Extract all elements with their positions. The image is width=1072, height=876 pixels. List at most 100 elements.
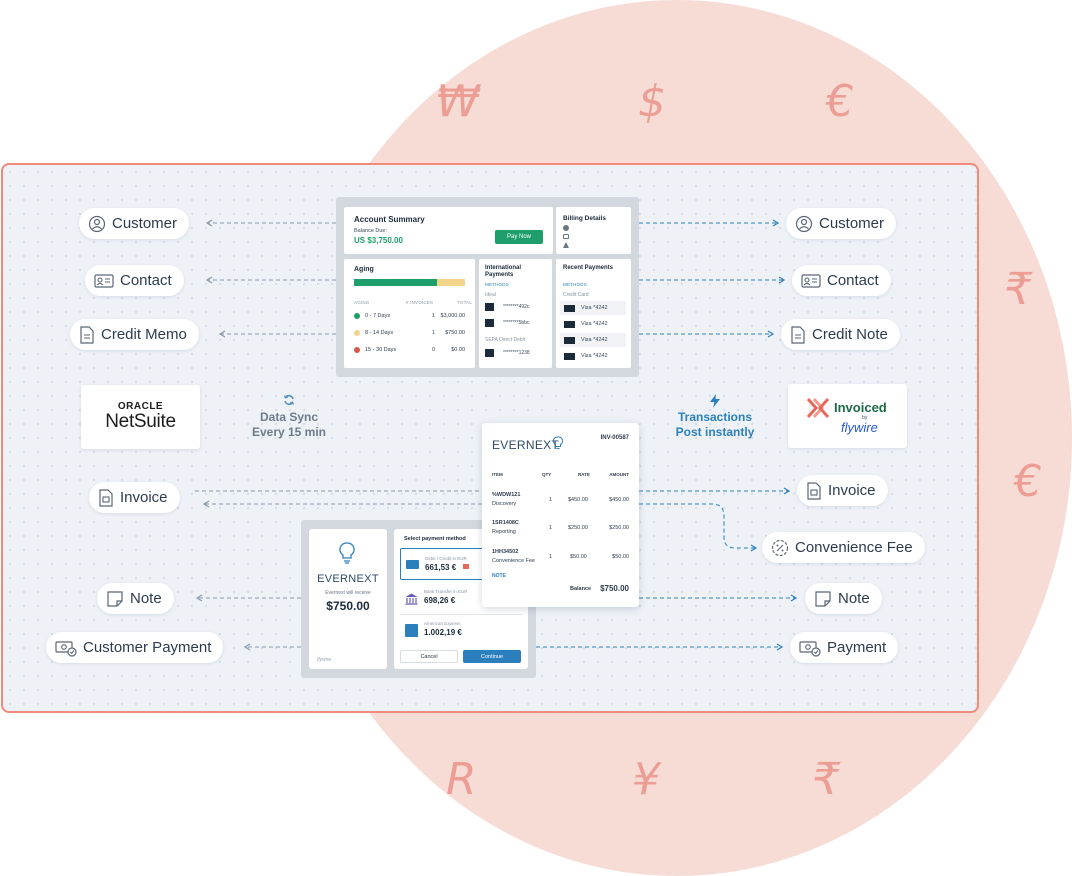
right-payment-pill: Payment <box>790 632 899 663</box>
currency-rupee-bottom: ₹ <box>812 754 840 805</box>
item-code: %WDW121 <box>492 492 521 498</box>
currency-won: ₩ <box>436 76 480 127</box>
aging-col-header: AGING <box>354 300 370 305</box>
invoice-icon <box>99 488 113 507</box>
billing-details-card: Billing Details <box>556 207 631 254</box>
left-customer-payment-label: Customer Payment <box>83 639 212 656</box>
currency-dollar: $ <box>638 76 666 127</box>
percent-badge-icon <box>771 539 789 556</box>
left-contact-pill: Contact <box>85 265 184 296</box>
card-row-bg <box>560 333 626 347</box>
rate-col-header: RATE <box>578 472 590 477</box>
home-icon <box>563 242 569 248</box>
left-customer-payment-pill: Customer Payment <box>46 632 224 663</box>
option-label: Bank Transfer in EUR <box>424 589 468 594</box>
ideal-icon <box>485 303 494 311</box>
payment-option[interactable]: American Express 1.002,19 € <box>400 619 522 645</box>
bank-icon <box>485 349 494 357</box>
ideal-account-1: ********492c <box>503 304 530 310</box>
currency-rupee: ₹ <box>1004 264 1032 315</box>
data-sync-label: Data Sync Every 15 min <box>239 410 339 440</box>
receive-amount: $750.00 <box>326 599 370 613</box>
balance-value: $750.00 <box>600 584 629 593</box>
left-contact-label: Contact <box>120 272 172 289</box>
note-icon <box>107 590 123 607</box>
mail-icon <box>563 234 569 239</box>
currency-euro-right: € <box>1014 456 1042 507</box>
oracle-wordmark: ORACLE <box>117 401 164 412</box>
ideal-label: Ideal <box>485 292 496 298</box>
left-customer-label: Customer <box>112 215 178 232</box>
right-customer-pill: Customer <box>786 208 897 239</box>
lightbulb-icon <box>339 542 355 564</box>
aging-row-label: 0 - 7 Days <box>365 313 391 319</box>
mastercard-icon <box>463 564 469 569</box>
aging-row-total: $3,000.00 <box>440 313 465 319</box>
aging-dot <box>354 313 360 319</box>
netsuite-wordmark: NetSuite <box>105 411 176 432</box>
item-rate: $50.00 <box>570 554 587 560</box>
right-payment-label: Payment <box>827 639 887 656</box>
note-icon <box>815 590 831 607</box>
balance-label: Balance <box>570 586 592 592</box>
lightning-icon <box>710 394 720 408</box>
pay-now-button[interactable]: Pay Now <box>495 230 543 244</box>
billing-details-title: Billing Details <box>563 215 606 222</box>
aging-row-total: $0.00 <box>451 347 465 353</box>
visa-icon <box>564 321 575 328</box>
right-convenience-fee-label: Convenience Fee <box>795 539 913 556</box>
payment-icon <box>55 640 77 657</box>
customer-icon <box>795 215 813 232</box>
contact-card-icon <box>94 273 114 288</box>
ideal-icon <box>485 319 494 327</box>
visa-icon <box>564 337 575 344</box>
recent-methods-label: METHODS <box>563 282 587 287</box>
item-code: 1HH34502 <box>492 549 519 555</box>
card-row-bg <box>560 301 626 315</box>
right-credit-note-label: Credit Note <box>812 326 888 343</box>
option-label: Debit / Credit in EUR <box>425 556 467 561</box>
item-rate: $450.00 <box>568 497 588 503</box>
invoice-document: EVERNEXT INV-00587 ITEM QTY RATE AMOUNT … <box>482 423 639 607</box>
international-methods-label: METHODS <box>485 282 509 287</box>
transactions-label: Transactions Post instantly <box>665 410 765 440</box>
card-entry: Visa *4242 <box>581 337 608 343</box>
item-rate: $250.00 <box>568 525 588 531</box>
credit-card-label: Credit Card <box>563 292 589 298</box>
aging-title: Aging <box>354 266 374 273</box>
item-col-header: ITEM <box>492 472 503 477</box>
left-credit-memo-label: Credit Memo <box>101 326 187 343</box>
customer-portal-dashboard: Account Summary Balance Due: US $3,750.0… <box>336 197 639 377</box>
right-note-pill: Note <box>805 583 882 614</box>
card-icon <box>406 560 419 569</box>
continue-button[interactable]: Continue <box>463 650 521 663</box>
total-col-header: TOTAL <box>457 300 473 305</box>
merchant-brand: EVERNEXT <box>317 573 379 585</box>
right-customer-label: Customer <box>819 215 885 232</box>
account-summary-title: Account Summary <box>354 215 425 224</box>
document-icon <box>791 325 805 344</box>
recent-payments-card: Recent Payments METHODS Credit Card Visa… <box>556 259 631 368</box>
visa-icon <box>564 353 575 360</box>
sepa-label: SEPA Direct Debit <box>485 337 526 343</box>
flywire-wordmark: flywire <box>841 420 878 435</box>
payment-option[interactable]: Bank Transfer in EUR 698,26 € <box>400 585 522 615</box>
aging-dot <box>354 347 360 353</box>
invoiced-wordmark: Invoiced <box>834 400 887 415</box>
card-entry: Visa *4242 <box>581 321 608 327</box>
invoices-col-header: # INVOICES <box>406 300 434 305</box>
left-customer-pill: Customer <box>79 208 190 239</box>
aging-row-total: $750.00 <box>445 330 465 336</box>
currency-yen: ¥ <box>632 754 660 805</box>
ideal-account-2: ********5bbc <box>503 320 530 326</box>
by-label: by <box>862 415 868 421</box>
left-invoice-label: Invoice <box>120 489 168 506</box>
invoice-icon <box>807 481 821 500</box>
aging-row-label: 8 - 14 Days <box>365 330 394 336</box>
right-contact-pill: Contact <box>792 265 891 296</box>
item-qty: 1 <box>549 554 553 560</box>
international-title: International Payments <box>485 265 522 278</box>
cancel-button[interactable]: Cancel <box>400 650 458 663</box>
right-credit-note-pill: Credit Note <box>781 319 900 350</box>
